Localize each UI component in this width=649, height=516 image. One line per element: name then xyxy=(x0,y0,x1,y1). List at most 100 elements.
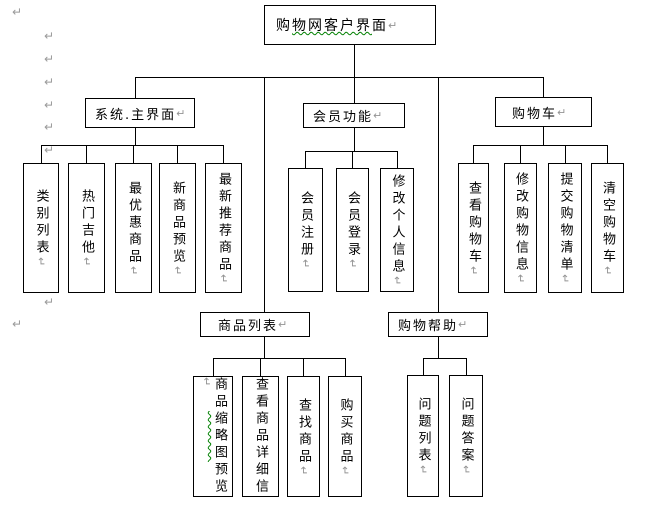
connector-line xyxy=(135,77,136,98)
return-mark: ↵ xyxy=(200,377,213,387)
node-empty-cart: 清空购物车↵ xyxy=(591,163,624,293)
node-view-cart: 查看购物车↵ xyxy=(458,163,489,293)
node-label: 最新推荐商品 xyxy=(216,172,231,275)
node-label: 商品缩略图预览 xyxy=(212,377,227,496)
node-label: 购物帮助 xyxy=(398,319,459,334)
return-mark: ↵ xyxy=(601,265,614,276)
connector-line xyxy=(423,358,467,359)
return-mark: ↵ xyxy=(390,276,404,286)
node-label: 购物车 xyxy=(512,106,558,122)
node-system-main-ui: 系统.主界面 ↵ xyxy=(85,98,195,128)
node-edit-cart-info: 修改购物信息↵ xyxy=(504,163,537,293)
connector-line xyxy=(520,145,521,163)
node-member-register: 会员注册↵ xyxy=(288,168,323,292)
connector-line xyxy=(223,145,224,163)
connector-line xyxy=(543,77,544,97)
node-label: 查看购物车 xyxy=(466,180,481,266)
paragraph-mark: ↵ xyxy=(44,52,55,66)
connector-line xyxy=(213,358,214,376)
node-product-thumbnail-preview: 商品缩略图预览↵ xyxy=(193,376,233,497)
node-question-answers: 问题答案↵ xyxy=(449,375,483,497)
node-label: 购物网客户界面 xyxy=(276,18,388,34)
paragraph-mark: ↵ xyxy=(12,317,23,331)
connector-line xyxy=(473,145,608,146)
node-label: 商品列表 xyxy=(218,319,279,334)
node-best-discount-products: 最优惠商品↵ xyxy=(115,163,152,293)
connector-line xyxy=(466,358,467,375)
node-label: 清空购物车 xyxy=(600,180,615,266)
paragraph-mark: ↵ xyxy=(12,5,23,19)
spellcheck-underline: 物网客户界 xyxy=(292,18,372,34)
node-edit-personal-info: 修改个人信息↵ xyxy=(380,168,414,292)
node-label: 修改购物信息 xyxy=(513,172,528,275)
return-mark: ↵ xyxy=(346,259,359,269)
connector-line xyxy=(438,337,439,358)
node-new-product-preview: 新商品预览↵ xyxy=(159,163,196,293)
paragraph-mark: ↵ xyxy=(44,295,55,309)
node-label: 修改个人信息 xyxy=(389,174,405,277)
spellcheck-underline: 缩略图 xyxy=(212,411,227,462)
connector-line xyxy=(354,45,355,77)
return-mark: ↵ xyxy=(299,259,312,269)
return-mark: ↵ xyxy=(217,274,230,284)
connector-line xyxy=(303,358,304,376)
connector-line xyxy=(305,151,306,168)
paragraph-mark: ↵ xyxy=(44,98,55,112)
connector-line xyxy=(135,77,544,78)
node-category-list: 类别列表↵ xyxy=(23,163,59,293)
node-question-list: 问题列表↵ xyxy=(407,375,439,497)
connector-line xyxy=(397,151,398,168)
connector-line xyxy=(438,77,439,312)
connector-line xyxy=(423,358,424,375)
return-mark: ↵ xyxy=(459,465,473,475)
node-label: 热门吉他 xyxy=(79,189,94,258)
node-latest-recommended-products: 最新推荐商品↵ xyxy=(205,163,242,293)
connector-line xyxy=(607,145,608,163)
return-mark: ↵ xyxy=(278,318,288,331)
paragraph-mark: ↵ xyxy=(44,143,55,157)
connector-line xyxy=(352,151,353,168)
return-mark: ↵ xyxy=(558,274,572,284)
connector-line xyxy=(354,128,355,151)
node-label: 查看商品详细信 xyxy=(253,377,268,496)
connector-line xyxy=(260,358,261,376)
node-label: 问题答案 xyxy=(458,397,474,466)
node-submit-shopping-list: 提交购物清单↵ xyxy=(548,163,582,293)
return-mark: ↵ xyxy=(171,265,184,276)
node-search-products: 查找商品↵ xyxy=(287,376,320,497)
node-label: 新商品预览 xyxy=(170,180,185,266)
node-buy-products: 购买商品↵ xyxy=(328,376,362,497)
node-label: 会员功能 xyxy=(313,110,374,125)
connector-line xyxy=(41,145,42,163)
node-label: 问题列表 xyxy=(415,397,431,466)
paragraph-mark: ↵ xyxy=(44,75,55,89)
connector-line xyxy=(473,145,474,163)
return-mark: ↵ xyxy=(34,257,48,267)
node-member-login: 会员登录↵ xyxy=(336,168,369,292)
node-shopping-help: 购物帮助 ↵ xyxy=(388,312,488,337)
node-label: 查找商品 xyxy=(296,397,311,466)
return-mark: ↵ xyxy=(176,106,186,120)
return-mark: ↵ xyxy=(373,109,383,122)
node-popular-guitars: 热门吉他↵ xyxy=(68,163,105,293)
connector-line xyxy=(177,145,178,163)
return-mark: ↵ xyxy=(297,465,310,476)
connector-line xyxy=(135,128,136,145)
connector-line xyxy=(543,127,544,145)
connector-line xyxy=(86,145,87,163)
return-mark: ↵ xyxy=(416,465,430,475)
connector-line xyxy=(264,337,265,358)
return-mark: ↵ xyxy=(338,465,352,476)
connector-line xyxy=(345,358,346,376)
return-mark: ↵ xyxy=(514,274,527,284)
connector-line xyxy=(133,145,134,163)
node-view-product-details: 查看商品详细信 xyxy=(242,376,279,497)
node-label: 最优惠商品 xyxy=(126,180,141,266)
node-member-functions: 会员功能 ↵ xyxy=(303,103,405,128)
return-mark: ↵ xyxy=(557,105,567,119)
node-label: 购买商品 xyxy=(337,397,353,466)
connector-line xyxy=(565,145,566,163)
connector-line xyxy=(41,145,224,146)
node-product-list: 商品列表 ↵ xyxy=(200,312,310,337)
